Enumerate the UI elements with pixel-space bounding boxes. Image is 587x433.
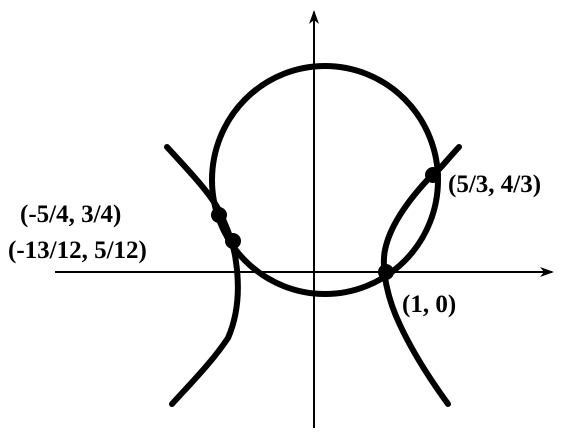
point-label-p1: (-5/4, 3/4): [20, 201, 121, 228]
point-marker-p3: [425, 167, 441, 183]
point-marker-p2: [225, 233, 241, 249]
point-marker-p4: [378, 264, 394, 280]
point-label-p2: (-13/12, 5/12): [8, 237, 147, 264]
point-label-p3: (5/3, 4/3): [448, 171, 541, 198]
point-marker-p1: [211, 207, 227, 223]
hyperbola-left-branch: [164, 144, 241, 407]
point-label-p4: (1, 0): [402, 291, 456, 318]
circle-curve: [209, 63, 441, 297]
